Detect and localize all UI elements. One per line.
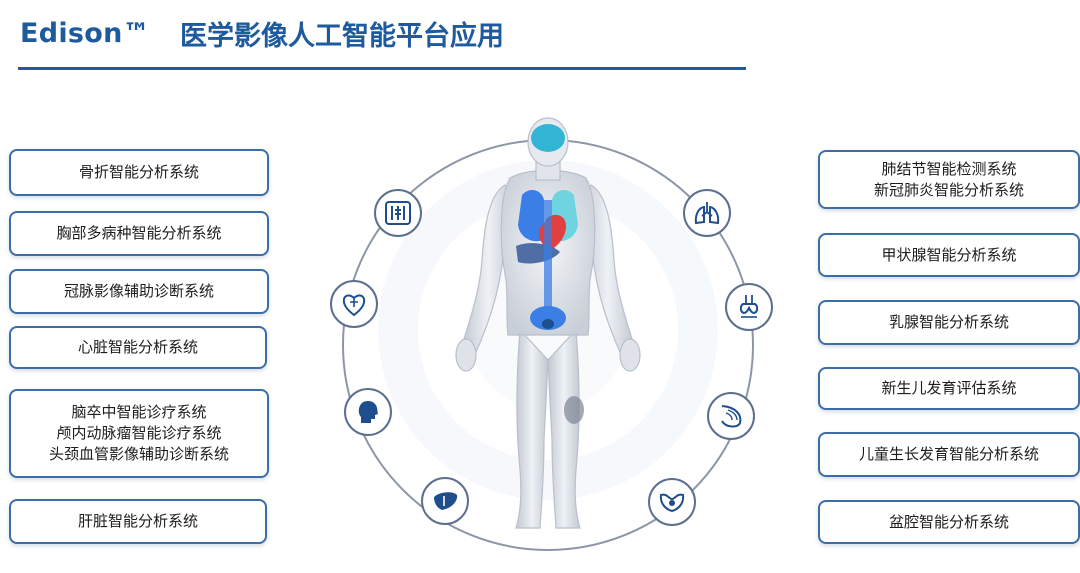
system-label: 肺结节智能检测系统 <box>881 159 1017 178</box>
knee-joint <box>564 396 584 424</box>
system-box-pelvic[interactable]: 盆腔智能分析系统 <box>818 500 1080 544</box>
system-label: 儿童生长发育智能分析系统 <box>858 445 1039 463</box>
system-box-chest[interactable]: 胸部多病种智能分析系统 <box>9 211 269 256</box>
system-label: 心脏智能分析系统 <box>77 338 198 356</box>
heart-icon <box>330 280 378 328</box>
brand-name: Edison™ <box>20 17 150 49</box>
system-box-thyroid[interactable]: 甲状腺智能分析系统 <box>818 233 1080 277</box>
pelvis-icon <box>648 478 696 526</box>
system-label: 新冠肺炎智能分析系统 <box>873 180 1024 199</box>
system-label: 甲状腺智能分析系统 <box>881 245 1017 264</box>
system-box-stroke[interactable]: 脑卒中智能诊疗系统 颅内动脉瘤智能诊疗系统 头颈血管影像辅助诊断系统 <box>9 389 269 478</box>
system-box-fracture[interactable]: 骨折智能分析系统 <box>9 149 269 196</box>
bladder <box>542 319 554 329</box>
system-box-breast[interactable]: 乳腺智能分析系统 <box>818 300 1080 345</box>
brain <box>531 124 565 152</box>
lungs-icon <box>683 189 731 237</box>
system-box-child-growth[interactable]: 儿童生长发育智能分析系统 <box>818 432 1080 477</box>
thyroid-icon <box>725 283 773 331</box>
system-label: 新生儿发育评估系统 <box>881 379 1017 397</box>
system-box-lung-nodule[interactable]: 肺结节智能检测系统 新冠肺炎智能分析系统 <box>818 150 1080 209</box>
system-label: 肝脏智能分析系统 <box>77 512 198 530</box>
page-heading: 医学影像人工智能平台应用 <box>179 20 504 52</box>
system-box-cardiac[interactable]: 心脏智能分析系统 <box>9 326 267 369</box>
system-label: 颅内动脉瘤智能诊疗系统 <box>56 424 222 442</box>
system-label: 乳腺智能分析系统 <box>888 313 1009 331</box>
system-box-coronary[interactable]: 冠脉影像辅助诊断系统 <box>9 269 269 314</box>
system-label: 头颈血管影像辅助诊断系统 <box>48 445 229 463</box>
system-label: 冠脉影像辅助诊断系统 <box>63 282 214 300</box>
spine <box>544 200 552 312</box>
chest-xray-icon <box>374 189 422 237</box>
breast-icon <box>707 392 755 440</box>
page-title: Edison™ 医学影像人工智能平台应用 <box>20 12 504 54</box>
pelvis <box>530 306 566 330</box>
system-label: 骨折智能分析系统 <box>78 163 199 181</box>
organs <box>516 124 584 424</box>
liver-icon <box>421 477 469 525</box>
system-label: 盆腔智能分析系统 <box>888 512 1009 531</box>
system-box-liver[interactable]: 肝脏智能分析系统 <box>9 499 267 544</box>
left-lung <box>518 189 544 242</box>
head-icon <box>344 388 392 436</box>
system-label: 脑卒中智能诊疗系统 <box>71 403 207 421</box>
system-box-newborn[interactable]: 新生儿发育评估系统 <box>818 367 1080 410</box>
title-divider <box>18 67 746 70</box>
system-label: 胸部多病种智能分析系统 <box>56 224 222 242</box>
